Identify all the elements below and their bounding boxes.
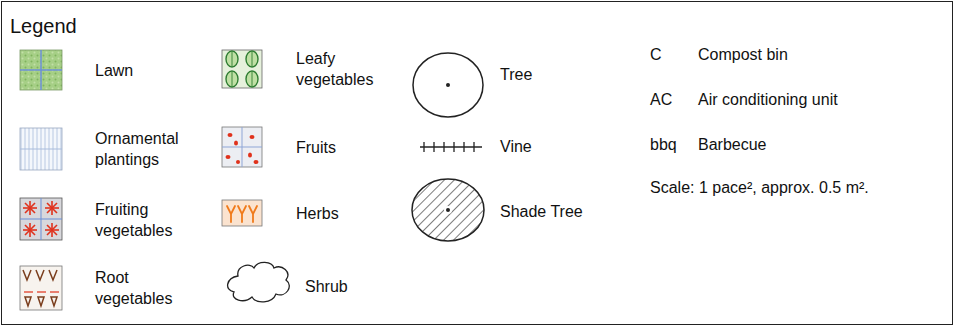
abbreviation: bbq (650, 134, 677, 155)
fruiting-vegetables-swatch (20, 198, 62, 240)
abbreviation: AC (650, 89, 672, 110)
ornamental-swatch (20, 128, 62, 170)
shrub-symbol (228, 262, 290, 302)
leafy-vegetables-label: Leafy vegetables (296, 48, 396, 90)
herbs-label: Herbs (296, 203, 339, 224)
shade-tree-label: Shade Tree (500, 201, 583, 222)
shade-tree-symbol (412, 179, 484, 241)
legend-title: Legend (10, 14, 77, 38)
lawn-swatch (20, 50, 62, 90)
ornamental-label: Ornamental plantings (95, 128, 195, 170)
vine-label: Vine (500, 136, 532, 157)
fruiting-vegetables-label: Fruiting vegetables (95, 199, 195, 241)
shrub-label: Shrub (305, 276, 348, 297)
tree-label: Tree (500, 64, 532, 85)
barbecue-label: Barbecue (698, 134, 767, 155)
fruits-swatch (222, 127, 262, 167)
herbs-swatch (222, 200, 262, 226)
scale-note: Scale: 1 pace², approx. 0.5 m². (650, 177, 869, 198)
lawn-label: Lawn (95, 60, 133, 81)
leafy-vegetables-swatch (222, 50, 262, 88)
root-vegetables-label: Root vegetables (95, 267, 195, 309)
compost-bin-label: Compost bin (698, 44, 788, 65)
abbreviation: C (650, 44, 662, 65)
fruits-label: Fruits (296, 137, 336, 158)
root-vegetables-swatch (20, 266, 62, 310)
tree-symbol (413, 53, 483, 117)
air-conditioning-label: Air conditioning unit (698, 89, 838, 110)
vine-symbol (420, 142, 482, 152)
